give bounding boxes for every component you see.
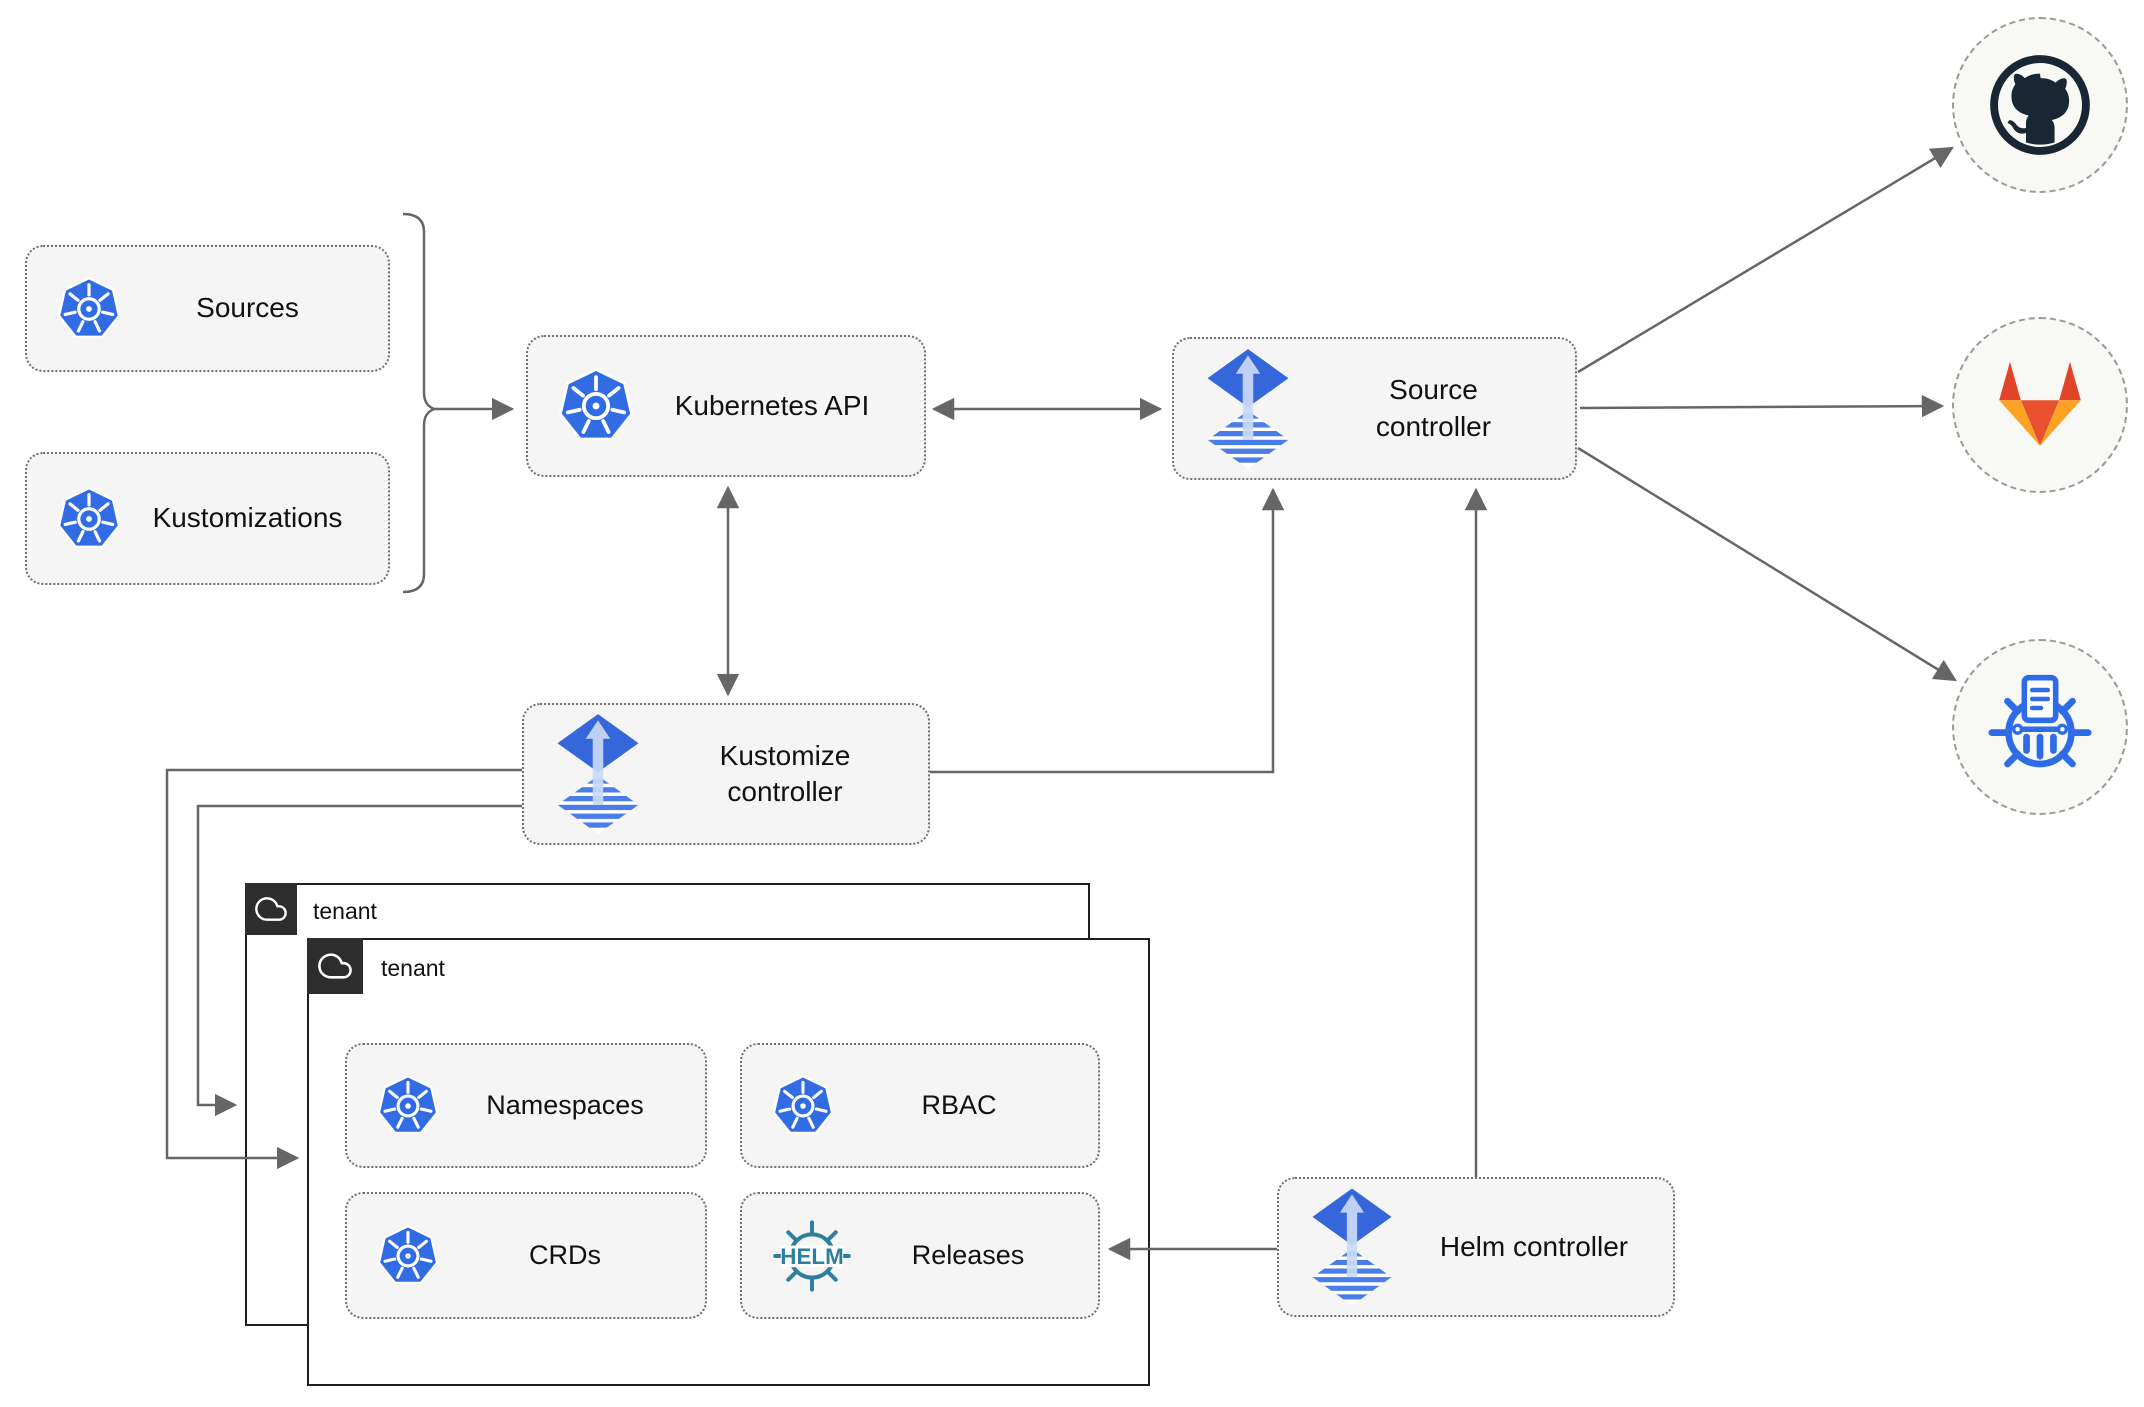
- helm-icon-text: HELM: [780, 1244, 843, 1269]
- tenant-front-label: tenant: [381, 955, 445, 981]
- node-releases: HELM Releases: [740, 1192, 1100, 1319]
- github-icon: [1984, 49, 2096, 161]
- node-helm-controller: Helm controller: [1277, 1177, 1675, 1317]
- node-kustomizations-label: Kustomizations: [152, 502, 343, 534]
- node-sources: Sources: [25, 245, 390, 372]
- node-kubernetes-api-label: Kubernetes API: [674, 389, 870, 421]
- cloud-icon: [255, 893, 287, 925]
- tenant-back-label: tenant: [313, 898, 377, 924]
- flux-icon: [1204, 349, 1292, 469]
- edge-source-controller-helm-repository: [1577, 446, 1957, 682]
- kubernetes-icon: [57, 277, 121, 341]
- cloud-icon: [318, 949, 352, 983]
- kubernetes-icon: [57, 487, 121, 551]
- helm-repository-target: [1952, 639, 2128, 815]
- edge-brace-sources-kustomizations: [402, 212, 438, 594]
- node-namespaces-label: Namespaces: [486, 1089, 644, 1120]
- node-releases-label: Releases: [911, 1239, 1025, 1270]
- node-kustomizations: Kustomizations: [25, 452, 390, 585]
- node-crds: CRDs: [345, 1192, 707, 1319]
- node-helm-controller-label: Helm controller: [1439, 1230, 1629, 1262]
- helm-icon: HELM: [772, 1216, 852, 1296]
- node-kustomize-controller: Kustomize controller: [522, 703, 930, 845]
- edge-kustomize-controller-source-controller: [930, 487, 1285, 774]
- node-kustomize-controller-label: Kustomize controller: [719, 739, 851, 807]
- helm-repository-icon: [1984, 671, 2096, 783]
- node-crds-label: CRDs: [529, 1239, 601, 1270]
- tenant-back-tab: [245, 883, 297, 935]
- edge-source-controller-github: [1577, 146, 1954, 374]
- gitlab-icon: [1980, 345, 2100, 465]
- node-source-controller-label: Source controller: [1375, 374, 1492, 442]
- node-kubernetes-api: Kubernetes API: [526, 335, 926, 477]
- kubernetes-icon: [558, 368, 634, 444]
- github-target: [1952, 17, 2128, 193]
- edge-source-controller-gitlab: [1579, 394, 1945, 418]
- node-rbac: RBAC: [740, 1043, 1100, 1168]
- node-source-controller: Source controller: [1172, 337, 1577, 480]
- gitlab-target: [1952, 317, 2128, 493]
- node-namespaces: Namespaces: [345, 1043, 707, 1168]
- flux-icon: [554, 714, 642, 834]
- kubernetes-icon: [377, 1225, 439, 1287]
- node-rbac-label: RBAC: [921, 1089, 997, 1120]
- kubernetes-icon: [772, 1075, 834, 1137]
- flux-icon: [1309, 1188, 1395, 1306]
- kubernetes-icon: [377, 1075, 439, 1137]
- node-sources-label: Sources: [196, 292, 299, 324]
- tenant-front-tab: [307, 938, 363, 994]
